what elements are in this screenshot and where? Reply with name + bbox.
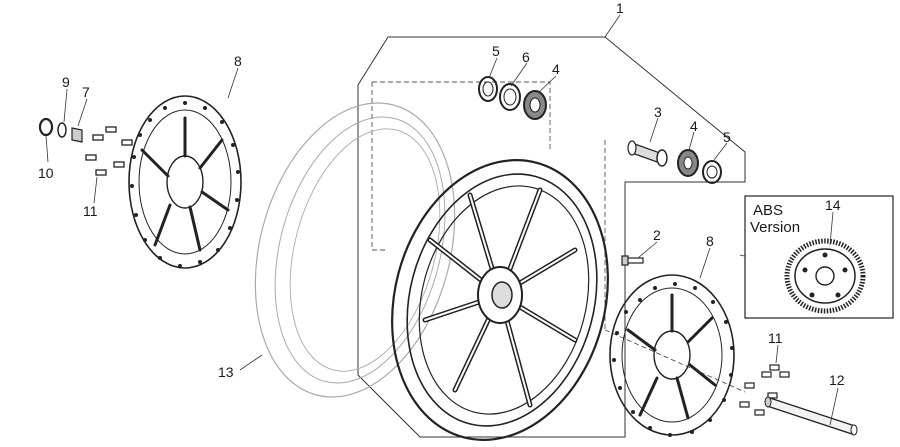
callout-14: 14 [825, 197, 841, 213]
callout-1: 1 [616, 0, 624, 16]
assembly-frame [357, 36, 746, 438]
wheel-rim [391, 159, 609, 441]
callout-11-right: 11 [768, 330, 783, 346]
abs-tone-ring [784, 238, 866, 314]
callout-5-right: 5 [723, 129, 731, 145]
guide-dashed-upper [371, 82, 386, 251]
abs-label-line1: ABS [753, 202, 783, 219]
abs-label-line2: Version [750, 219, 800, 236]
callout-5-top: 5 [492, 43, 500, 59]
callout-9: 9 [62, 74, 70, 90]
callout-11-left: 11 [83, 203, 98, 219]
guide-dashed-top [372, 81, 551, 150]
callout-2: 2 [653, 227, 661, 243]
callout-10: 10 [38, 165, 54, 181]
right-bolts [739, 364, 790, 416]
callout-8-right: 8 [706, 233, 714, 249]
callout-8-left: 8 [234, 53, 242, 69]
wheel-axle [764, 396, 858, 436]
hub-bolt [621, 255, 644, 266]
callout-3: 3 [654, 104, 662, 120]
callout-4-right: 4 [690, 118, 698, 134]
callout-12: 12 [829, 372, 845, 388]
callout-6: 6 [522, 49, 530, 65]
brake-disc-right [609, 274, 735, 437]
brake-disc-left [128, 95, 242, 269]
callout-13: 13 [218, 364, 234, 380]
callout-4-top: 4 [552, 61, 560, 77]
callout-7: 7 [82, 84, 90, 100]
guide-dashed-axle [604, 329, 746, 393]
top-bearings [478, 76, 547, 120]
leader-lines [45, 14, 839, 426]
right-bearings [627, 140, 722, 184]
tire-outline [254, 102, 456, 398]
left-small-parts [38, 117, 133, 176]
